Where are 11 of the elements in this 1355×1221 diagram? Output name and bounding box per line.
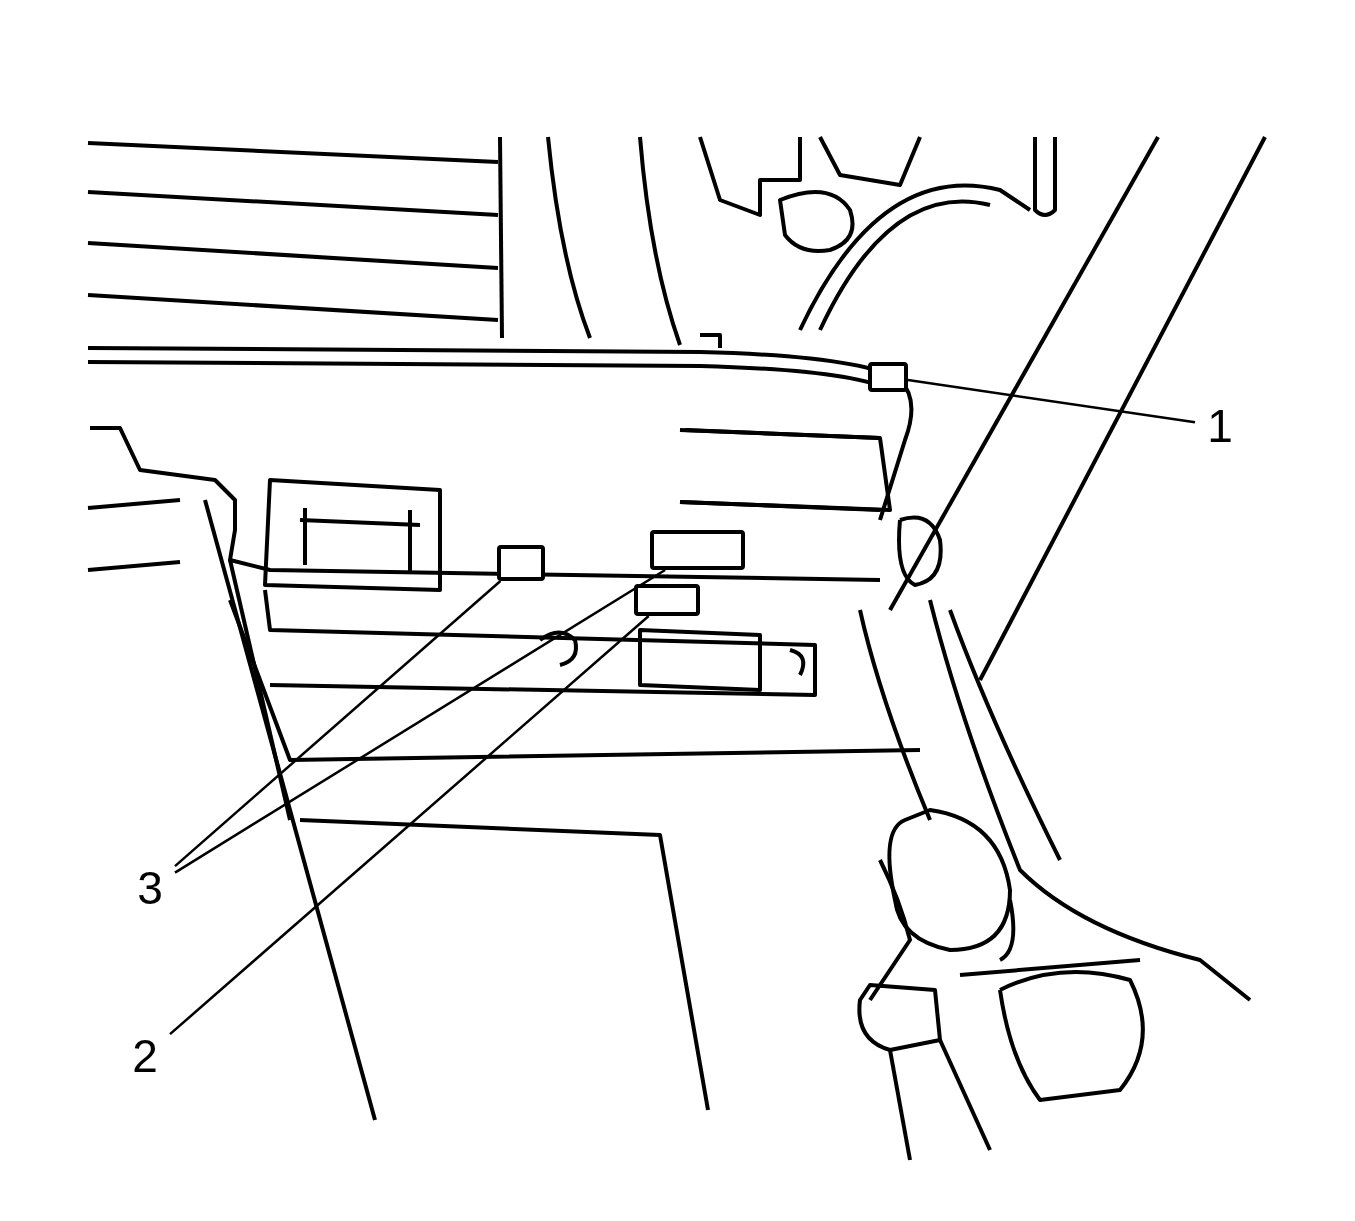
connector-part [497,545,545,581]
leader-line [174,568,666,874]
connector-part [868,362,908,392]
connector-part [650,530,745,570]
callout-number: 1 [1195,400,1245,452]
leader-line [907,378,1196,424]
callout-number: 3 [125,862,175,914]
callout-number: 2 [120,1030,170,1082]
leader-line [169,615,650,1036]
connector-part [634,584,700,616]
leader-line [174,580,502,868]
